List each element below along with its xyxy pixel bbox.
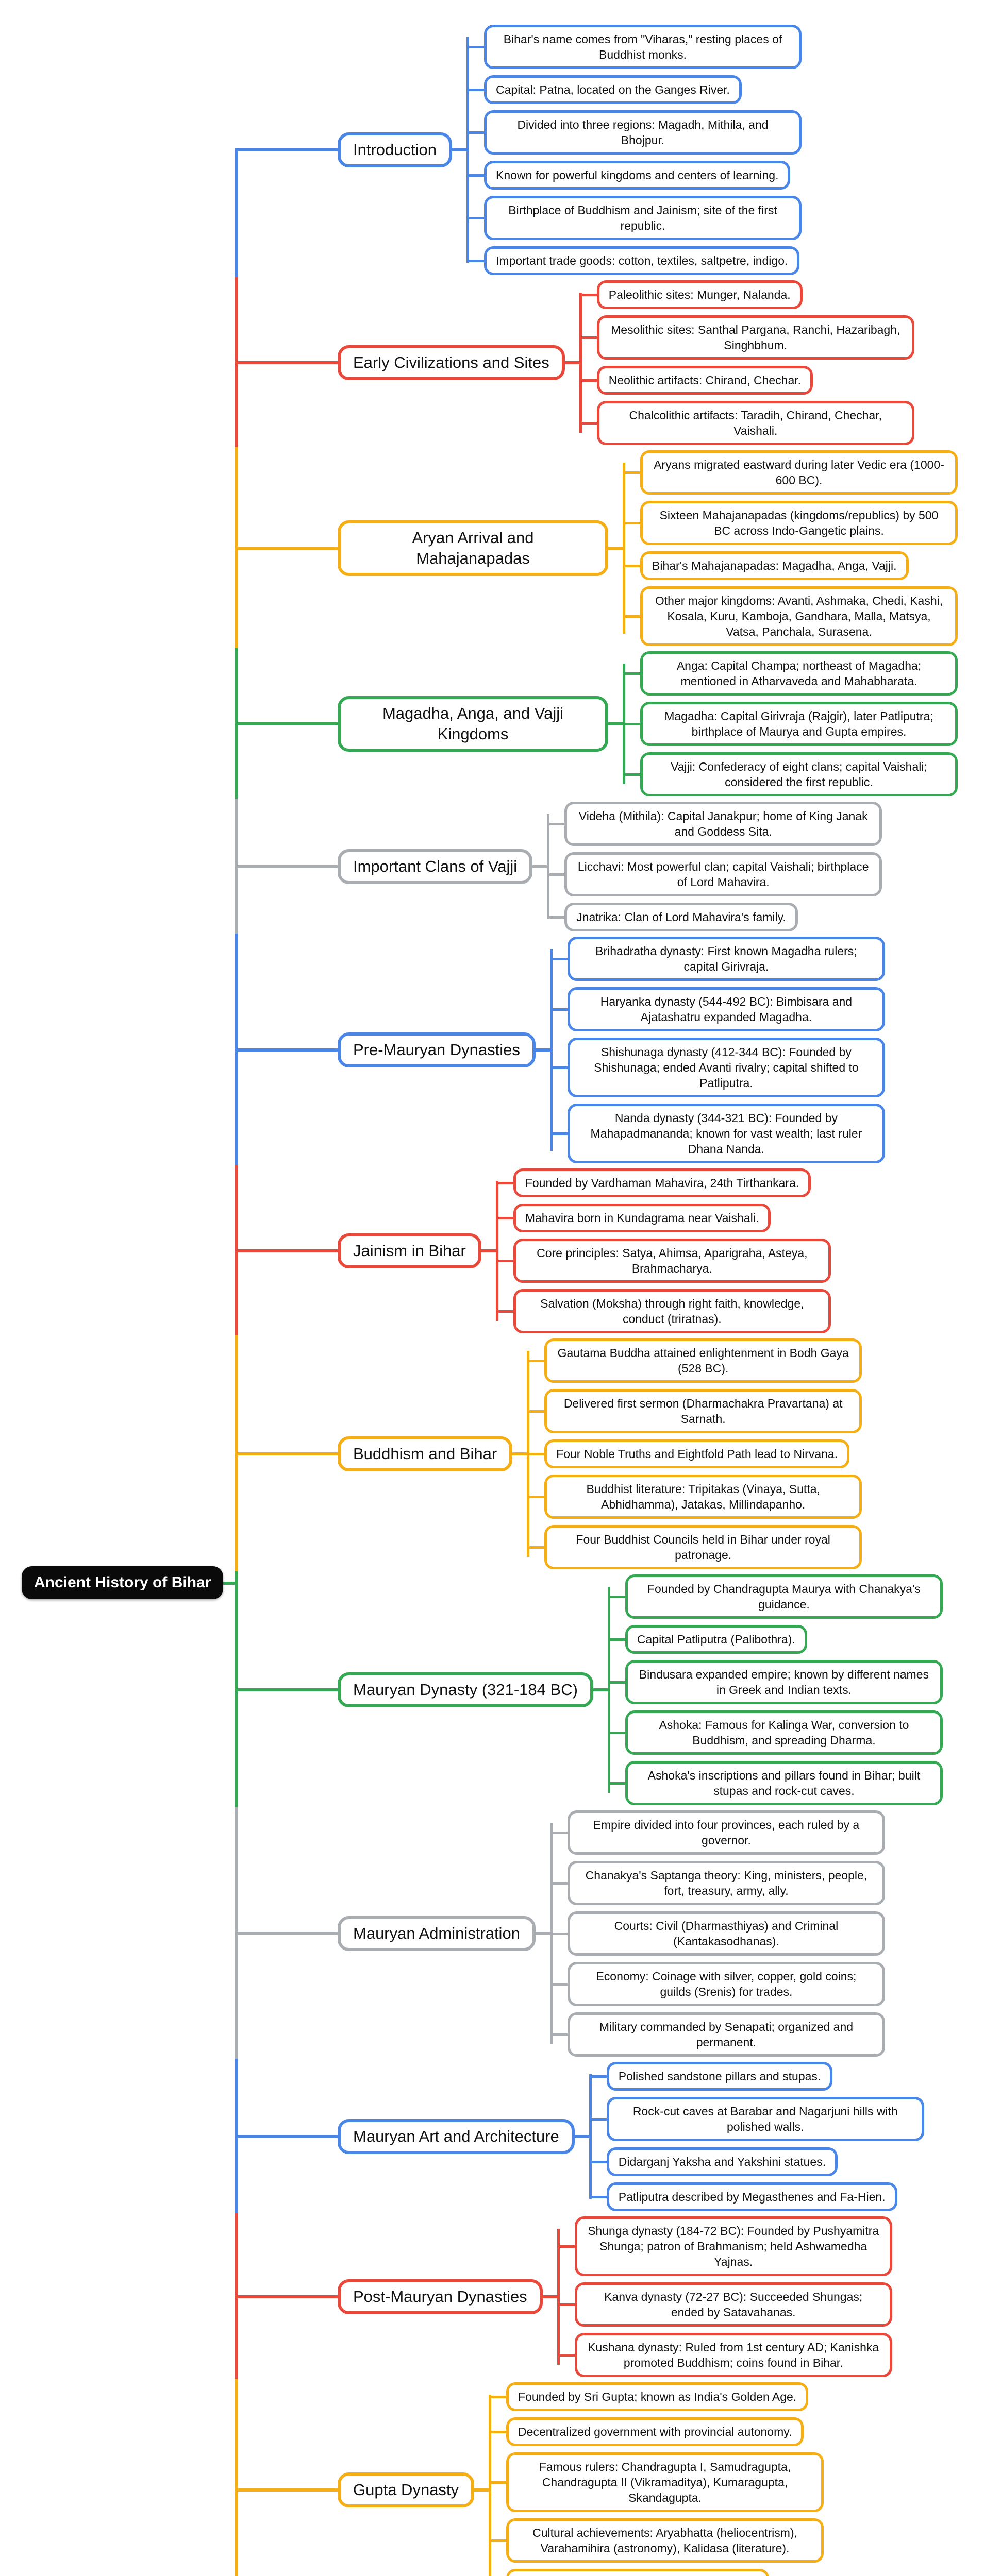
branch-topic[interactable]: Buddhism and Bihar: [234, 1436, 527, 1471]
branch-child[interactable]: Birthplace of Buddhism and Jainism; site…: [468, 196, 802, 240]
branch-child[interactable]: Mesolithic sites: Santhal Pargana, Ranch…: [580, 315, 914, 360]
branch-child[interactable]: Courts: Civil (Dharmasthiyas) and Crimin…: [551, 1911, 885, 1956]
branch-child[interactable]: Buddhist literature: Tripitakas (Vinaya,…: [528, 1475, 862, 1519]
branch-child[interactable]: Patliputra described by Megasthenes and …: [590, 2182, 897, 2211]
branch-child[interactable]: Capital: Patna, located on the Ganges Ri…: [468, 75, 742, 104]
branch-child[interactable]: Nanda dynasty (344-321 BC): Founded by M…: [551, 1104, 885, 1163]
branch-child[interactable]: Brihadratha dynasty: First known Magadha…: [551, 937, 885, 981]
branch-child[interactable]: Core principles: Satya, Ahimsa, Aparigra…: [497, 1239, 831, 1283]
branch-child[interactable]: Videha (Mithila): Capital Janakpur; home…: [548, 802, 882, 846]
branch-topic[interactable]: Mauryan Art and Architecture: [235, 2119, 589, 2154]
branch-child[interactable]: Ashoka: Famous for Kalinga War, conversi…: [609, 1710, 943, 1755]
branch-child[interactable]: Kanva dynasty (72-27 BC): Succeeded Shun…: [558, 2282, 892, 2327]
branch-child[interactable]: Ashoka's inscriptions and pillars found …: [609, 1761, 943, 1805]
branch-children: Gautama Buddha attained enlightenment in…: [527, 1338, 862, 1569]
branch-topic[interactable]: Post-Mauryan Dynasties: [235, 2279, 557, 2314]
branch-children: Brihadratha dynasty: First known Magadha…: [549, 937, 885, 1163]
branch-child[interactable]: Chalcolithic artifacts: Taradih, Chirand…: [580, 401, 914, 445]
branch-child[interactable]: Important trade goods: cotton, textiles,…: [468, 246, 800, 275]
branch-child[interactable]: Magadha: Capital Girivraja (Rajgir), lat…: [624, 702, 958, 746]
branch-topic[interactable]: Gupta Dynasty: [234, 2472, 489, 2507]
mindmap: Introduction Bihar's name comes from "Vih…: [0, 25, 1001, 2576]
branch-child[interactable]: Founded by Sri Gupta; known as India's G…: [490, 2382, 809, 2411]
branch-row: Introduction Bihar's name comes from "Vih…: [0, 25, 1001, 278]
branch-child[interactable]: Salvation (Moksha) through right faith, …: [497, 1289, 831, 1333]
branch-topic[interactable]: Pre-Mauryan Dynasties: [235, 1032, 550, 1067]
branch-child[interactable]: Kushana dynasty: Ruled from 1st century …: [558, 2333, 892, 2377]
branch-children: Founded by Vardhaman Mahavira, 24th Tirt…: [495, 1168, 831, 1333]
branch-child[interactable]: Shishunaga dynasty (412-344 BC): Founded…: [551, 1038, 885, 1097]
branch-child[interactable]: Sixteen Mahajanapadas (kingdoms/republic…: [624, 501, 958, 545]
branch-child[interactable]: Polished sandstone pillars and stupas.: [590, 2062, 833, 2091]
branch-row: Mauryan Dynasty (321-184 BC) Founded by C…: [0, 1571, 1001, 1808]
branch-row: Jainism in Bihar Founded by Vardhaman Mah…: [0, 1165, 1001, 1336]
branch-topic[interactable]: Aryan Arrival and Mahajanapadas: [235, 520, 623, 576]
branch-child[interactable]: Economy: Coinage with silver, copper, go…: [551, 1962, 885, 2006]
branch-child[interactable]: Aryans migrated eastward during later Ve…: [624, 450, 958, 495]
branch-child[interactable]: Other major kingdoms: Avanti, Ashmaka, C…: [624, 586, 958, 646]
branch-child[interactable]: Capital Patliputra (Palibothra).: [609, 1625, 807, 1654]
branch-children: Paleolithic sites: Munger, Nalanda. Mesol…: [579, 280, 914, 445]
branch-child[interactable]: Four Buddhist Councils held in Bihar und…: [528, 1525, 862, 1569]
branch-children: Shunga dynasty (184-72 BC): Founded by P…: [557, 2216, 892, 2377]
branch-child[interactable]: Cultural achievements: Aryabhatta (helio…: [490, 2518, 824, 2563]
branch-child[interactable]: Rock-cut caves at Barabar and Nagarjuni …: [590, 2097, 924, 2141]
branch-child[interactable]: Known for powerful kingdoms and centers …: [468, 161, 791, 190]
branch-child[interactable]: Founded by Chandragupta Maurya with Chan…: [609, 1574, 943, 1619]
branch-row: Mauryan Administration Empire divided int…: [0, 1807, 1001, 2060]
branch-row: Pre-Mauryan Dynasties Brihadratha dynasty…: [0, 934, 1001, 1166]
branch-child[interactable]: Empire divided into four provinces, each…: [551, 1810, 885, 1855]
branch-children: Videha (Mithila): Capital Janakpur; home…: [547, 802, 882, 931]
branch-child[interactable]: Shunga dynasty (184-72 BC): Founded by P…: [558, 2216, 892, 2276]
branch-child[interactable]: Bihar's name comes from "Viharas," resti…: [468, 25, 802, 69]
branch-children: Aryans migrated eastward during later Ve…: [623, 450, 958, 646]
branch-row: Gupta Dynasty Founded by Sri Gupta; known…: [0, 2379, 1001, 2576]
branch-child[interactable]: Decentralized government with provincial…: [490, 2417, 804, 2446]
branch-child[interactable]: Paleolithic sites: Munger, Nalanda.: [580, 280, 803, 309]
branch-child[interactable]: Anga: Capital Champa; northeast of Magad…: [624, 651, 958, 696]
branch-child[interactable]: Gautama Buddha attained enlightenment in…: [528, 1338, 862, 1383]
root-connector-line: [221, 1582, 236, 1585]
branch-child[interactable]: Jnatrika: Clan of Lord Mahavira's family…: [548, 903, 798, 931]
branch-child[interactable]: Delivered first sermon (Dharmachakra Pra…: [528, 1389, 862, 1433]
branch-children: Founded by Chandragupta Maurya with Chan…: [607, 1574, 943, 1805]
branch-child[interactable]: Neolithic artifacts: Chirand, Chechar.: [580, 366, 813, 395]
branch-children: Bihar's name comes from "Viharas," resti…: [466, 25, 802, 275]
branch-topic[interactable]: Introduction: [235, 132, 466, 167]
branch-child[interactable]: Haryanka dynasty (544-492 BC): Bimbisara…: [551, 987, 885, 1031]
branch-topic[interactable]: Magadha, Anga, and Vajji Kingdoms: [235, 696, 623, 752]
branch-child[interactable]: Didarganj Yaksha and Yakshini statues.: [590, 2147, 838, 2176]
branch-topic[interactable]: Early Civilizations and Sites: [235, 345, 579, 380]
branch-child[interactable]: Chanakya's Saptanga theory: King, minist…: [551, 1861, 885, 1905]
branch-topic[interactable]: Mauryan Dynasty (321-184 BC): [235, 1672, 608, 1707]
branch-child[interactable]: Famous rulers: Chandragupta I, Samudragu…: [490, 2452, 824, 2512]
branch-child[interactable]: Nalanda University founded by Kumaragupt…: [506, 2569, 770, 2576]
branch-child[interactable]: Founded by Vardhaman Mahavira, 24th Tirt…: [497, 1168, 811, 1197]
branch-child[interactable]: Bindusara expanded empire; known by diff…: [609, 1660, 943, 1704]
branch-children: Anga: Capital Champa; northeast of Magad…: [623, 651, 958, 796]
branch-children: Founded by Sri Gupta; known as India's G…: [489, 2382, 824, 2576]
branch-row: Buddhism and Bihar Gautama Buddha attaine…: [0, 1335, 1001, 1572]
branch-children: Empire divided into four provinces, each…: [549, 1810, 885, 2057]
branch-topic[interactable]: Jainism in Bihar: [235, 1233, 496, 1268]
branch-child[interactable]: Mahavira born in Kundagrama near Vaishal…: [497, 1204, 771, 1232]
branch-child[interactable]: Four Noble Truths and Eightfold Path lea…: [528, 1439, 850, 1468]
root-node[interactable]: Ancient History of Bihar: [22, 1566, 224, 1599]
branch-children: Polished sandstone pillars and stupas. Ro…: [589, 2062, 924, 2211]
branch-topic[interactable]: Important Clans of Vajji: [234, 849, 547, 884]
branch-child[interactable]: Bihar's Mahajanapadas: Magadha, Anga, Va…: [624, 551, 909, 580]
branch-child[interactable]: Military commanded by Senapati; organize…: [551, 2012, 885, 2057]
branch-child[interactable]: Vajji: Confederacy of eight clans; capit…: [624, 752, 958, 796]
branch-child[interactable]: Licchavi: Most powerful clan; capital Va…: [548, 852, 882, 896]
branch-topic[interactable]: Mauryan Administration: [235, 1916, 550, 1951]
branch-child[interactable]: Divided into three regions: Magadh, Mith…: [468, 110, 802, 155]
